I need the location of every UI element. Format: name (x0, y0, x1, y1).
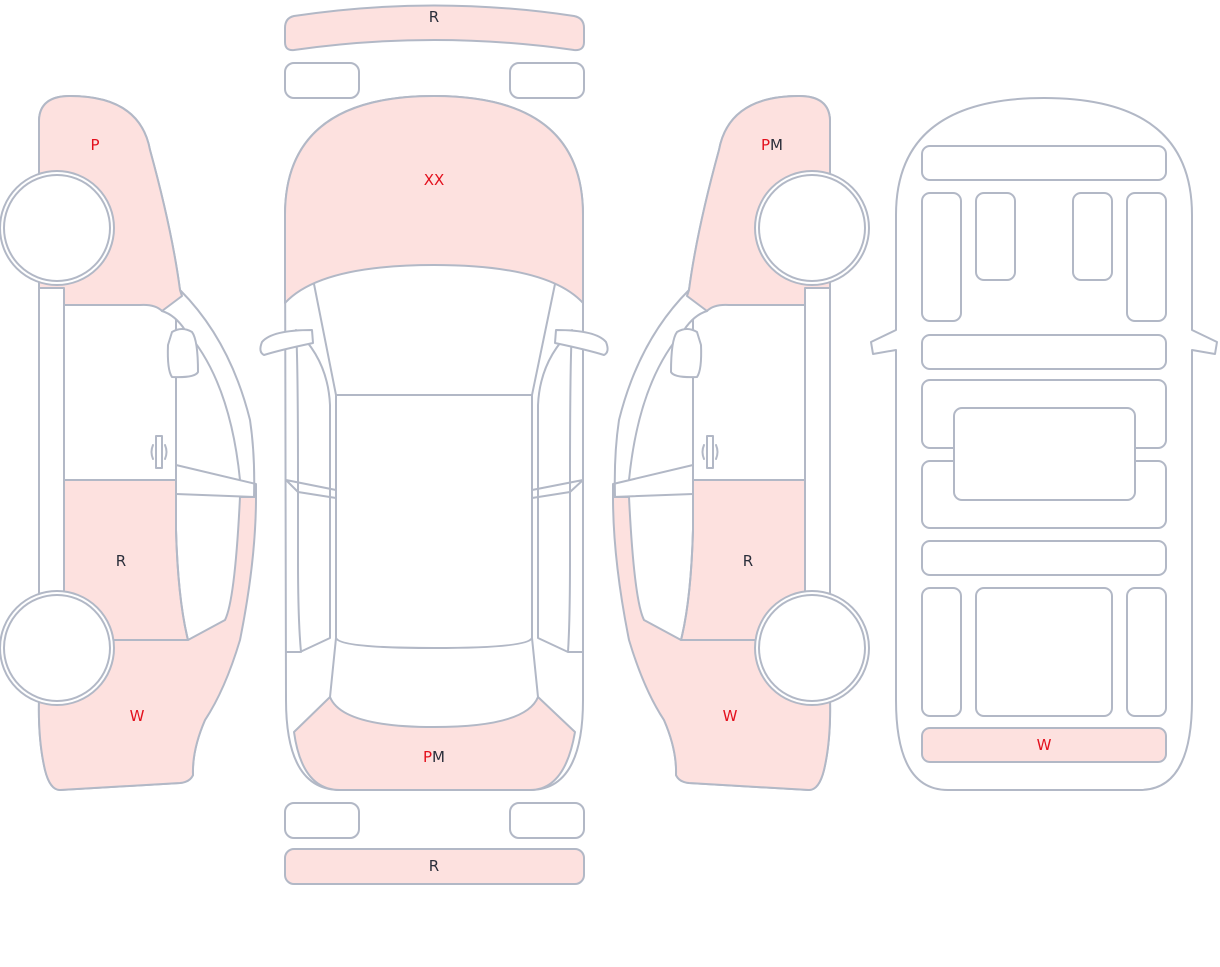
left-front-fender-code: P (90, 136, 99, 154)
rear-bumper-code: R (429, 857, 439, 875)
right-quarter-code: W (723, 707, 738, 725)
interior-rear-bar[interactable] (921, 727, 1167, 763)
right-side-door-handle[interactable] (706, 435, 714, 469)
left-side-door-line (175, 319, 189, 641)
dashboard[interactable] (921, 145, 1167, 181)
rear-right-trim[interactable] (1126, 587, 1167, 717)
top-right-door-split (531, 479, 584, 499)
front-light-right[interactable] (509, 62, 585, 99)
hood-panel[interactable] (284, 95, 584, 304)
left-side-door-handle[interactable] (155, 435, 163, 469)
right-side-door-handle-grip (701, 444, 719, 460)
left-side-belt-line (175, 464, 257, 498)
hood-code: XX (424, 171, 445, 189)
right-side-door-line (680, 319, 694, 641)
left-front-wheel[interactable] (3, 174, 111, 282)
parcel-shelf[interactable] (921, 540, 1167, 576)
passenger-seat[interactable] (1072, 192, 1113, 281)
center-bar[interactable] (921, 334, 1167, 370)
left-side-mirror[interactable] (166, 328, 199, 379)
roof-outline (335, 394, 533, 649)
right-side-view (612, 95, 870, 791)
top-left-door-split (285, 479, 337, 499)
rear-left-trim[interactable] (921, 587, 962, 717)
interior-rear-bar-code: W (1037, 736, 1052, 754)
right-front-fender-code: PM (761, 136, 783, 154)
right-rear-wheel[interactable] (758, 594, 866, 702)
rear-bumper[interactable] (284, 848, 585, 885)
rear-light-right[interactable] (509, 802, 585, 839)
headliner[interactable] (953, 407, 1136, 501)
right-rear-door-code: R (743, 552, 753, 570)
left-rear-door-code: R (116, 552, 126, 570)
trunk-code: PM (423, 748, 445, 766)
rear-light-left[interactable] (284, 802, 360, 839)
left-side-view: P R W (0, 95, 257, 791)
trunk-floor[interactable] (975, 587, 1113, 717)
right-side-belt-line (612, 464, 694, 498)
top-right-mirror[interactable] (554, 329, 609, 356)
windshield (313, 283, 556, 396)
rear-window (329, 637, 539, 698)
right-front-wheel[interactable] (758, 174, 866, 282)
right-quarter-panel[interactable] (612, 496, 832, 791)
front-left-door-trim[interactable] (921, 192, 962, 322)
interior-view: W (870, 97, 1218, 791)
driver-seat[interactable] (975, 192, 1016, 281)
front-right-door-trim[interactable] (1126, 192, 1167, 322)
left-rear-wheel[interactable] (3, 594, 111, 702)
left-quarter-code: W (130, 707, 145, 725)
top-view: R XX PM R (259, 4, 609, 885)
left-quarter-panel[interactable] (37, 496, 257, 791)
front-light-left[interactable] (284, 62, 360, 99)
roof-front-strip[interactable] (284, 4, 585, 52)
top-left-mirror[interactable] (259, 329, 314, 356)
right-side-mirror[interactable] (670, 328, 703, 379)
roof-front-strip-code: R (429, 8, 439, 26)
left-side-door-handle-grip (150, 444, 168, 460)
